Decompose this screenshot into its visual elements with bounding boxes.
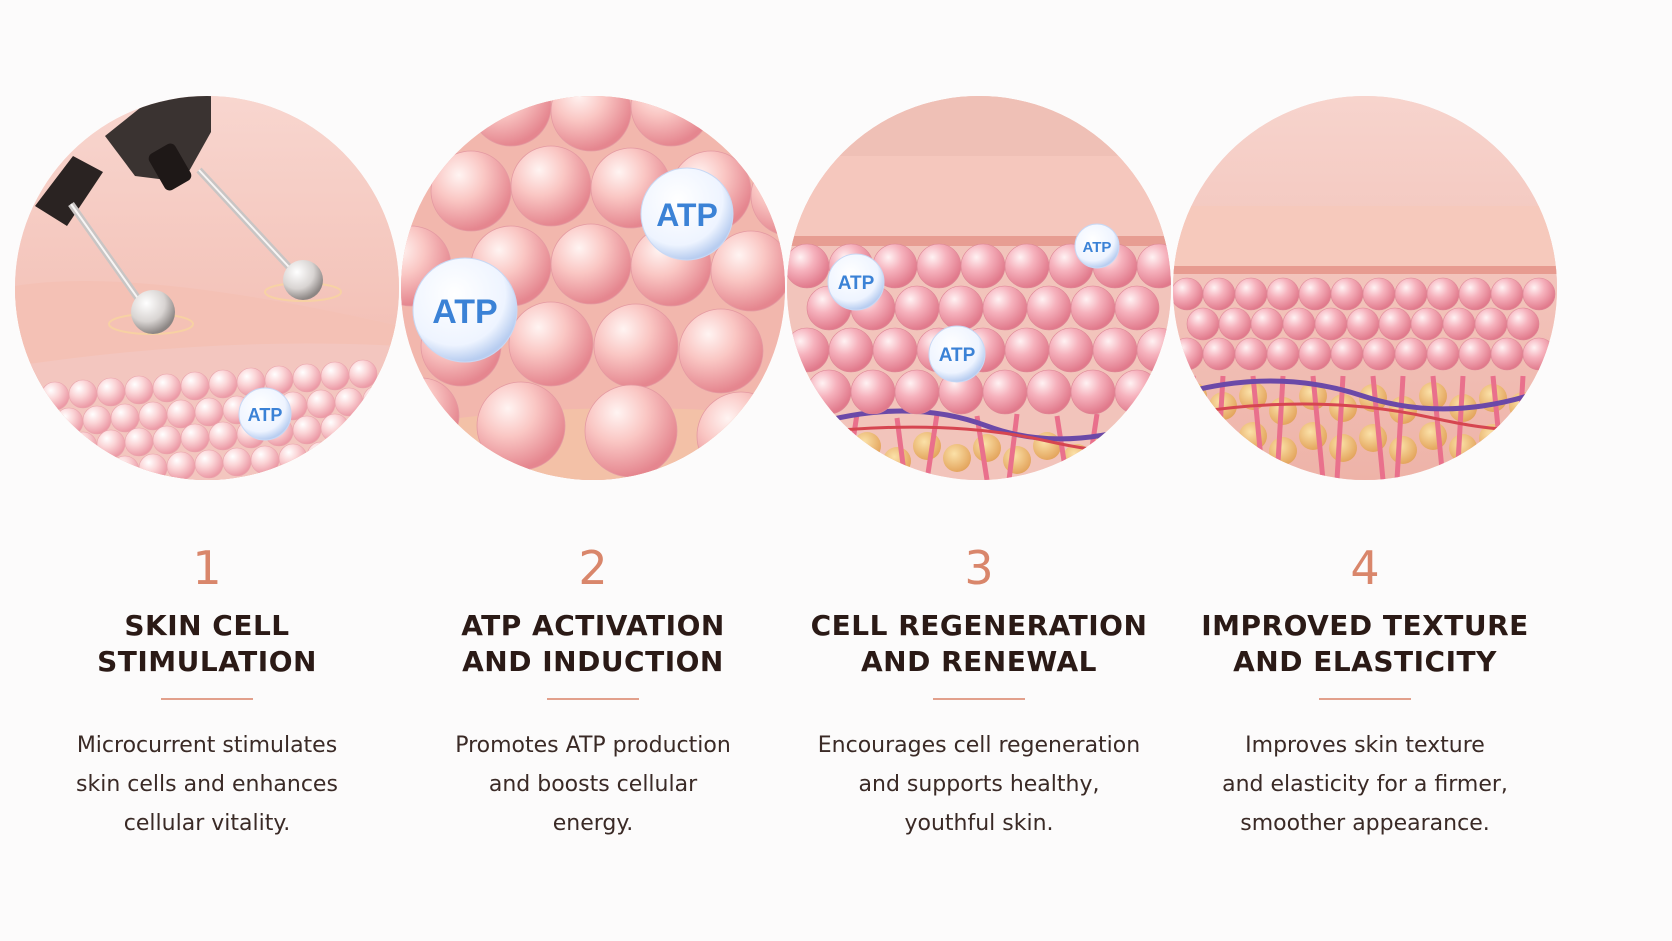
step-2: ATP ATP 2 ATP ACTIVATION AND INDUCTION P… xyxy=(386,0,800,941)
step-number: 1 xyxy=(192,541,222,595)
firm-skin-layers-icon xyxy=(1173,96,1557,480)
step-title-line: CELL REGENERATION xyxy=(810,609,1148,642)
step-description: Encourages cell regeneration and support… xyxy=(772,726,1186,843)
atp-label: ATP xyxy=(939,345,976,366)
step-title: CELL REGENERATION AND RENEWAL xyxy=(772,608,1186,680)
step-description-line: skin cells and enhances xyxy=(76,772,338,797)
step-number: 2 xyxy=(578,541,608,595)
atp-label: ATP xyxy=(1083,239,1112,256)
step-description-line: Microcurrent stimulates xyxy=(76,733,338,758)
atp-label: ATP xyxy=(248,405,283,425)
step-description-line: cellular vitality. xyxy=(123,811,291,836)
step-title-line: ATP ACTIVATION xyxy=(461,609,725,642)
step-title-line: AND INDUCTION xyxy=(462,645,724,678)
step-4: 4 IMPROVED TEXTURE AND ELASTICITY Improv… xyxy=(1158,0,1572,941)
step-description-line: Encourages cell regeneration xyxy=(817,733,1141,758)
step-description-line: and boosts cellular xyxy=(488,772,698,797)
step-3: ATP ATP ATP 3 CELL REGENERATION AND RENE… xyxy=(772,0,1186,941)
step-description-line: and supports healthy, xyxy=(858,772,1100,797)
step-description-line: smoother appearance. xyxy=(1240,811,1490,836)
step-title-line: IMPROVED TEXTURE xyxy=(1201,609,1529,642)
step-title: SKIN CELL STIMULATION xyxy=(0,608,414,680)
step-number: 4 xyxy=(1350,541,1380,595)
atp-label: ATP xyxy=(432,293,497,331)
divider xyxy=(933,698,1025,700)
step-description-line: Promotes ATP production xyxy=(455,733,731,758)
step-description-line: and elasticity for a firmer, xyxy=(1222,772,1508,797)
divider xyxy=(547,698,639,700)
step-description-line: energy. xyxy=(552,811,634,836)
step-title-line: AND RENEWAL xyxy=(861,645,1097,678)
atp-label: ATP xyxy=(838,273,875,294)
atp-cells-illustration: ATP ATP xyxy=(401,96,785,480)
atp-label: ATP xyxy=(656,197,718,233)
step-number: 3 xyxy=(964,541,994,595)
step-description-line: Improves skin texture xyxy=(1245,733,1485,758)
microcurrent-probe-illustration: ATP xyxy=(15,96,399,480)
step-title-line: STIMULATION xyxy=(97,645,317,678)
firm-skin-layers-illustration xyxy=(1173,96,1557,480)
divider xyxy=(161,698,253,700)
step-description: Promotes ATP production and boosts cellu… xyxy=(386,726,800,843)
step-title: ATP ACTIVATION AND INDUCTION xyxy=(386,608,800,680)
atp-cells-icon: ATP ATP xyxy=(401,96,785,480)
step-title: IMPROVED TEXTURE AND ELASTICITY xyxy=(1158,608,1572,680)
step-title-line: SKIN CELL xyxy=(124,609,290,642)
step-title-line: AND ELASTICITY xyxy=(1233,645,1497,678)
divider xyxy=(1319,698,1411,700)
skin-layers-icon: ATP ATP ATP xyxy=(787,96,1171,480)
skin-layers-atp-illustration: ATP ATP ATP xyxy=(787,96,1171,480)
step-description: Improves skin texture and elasticity for… xyxy=(1158,726,1572,843)
step-description: Microcurrent stimulates skin cells and e… xyxy=(0,726,414,843)
step-description-line: youthful skin. xyxy=(904,811,1054,836)
step-1: ATP 1 SKIN CELL STIMULATION Microcurrent… xyxy=(0,0,414,941)
microcurrent-probe-icon: ATP xyxy=(15,96,399,480)
